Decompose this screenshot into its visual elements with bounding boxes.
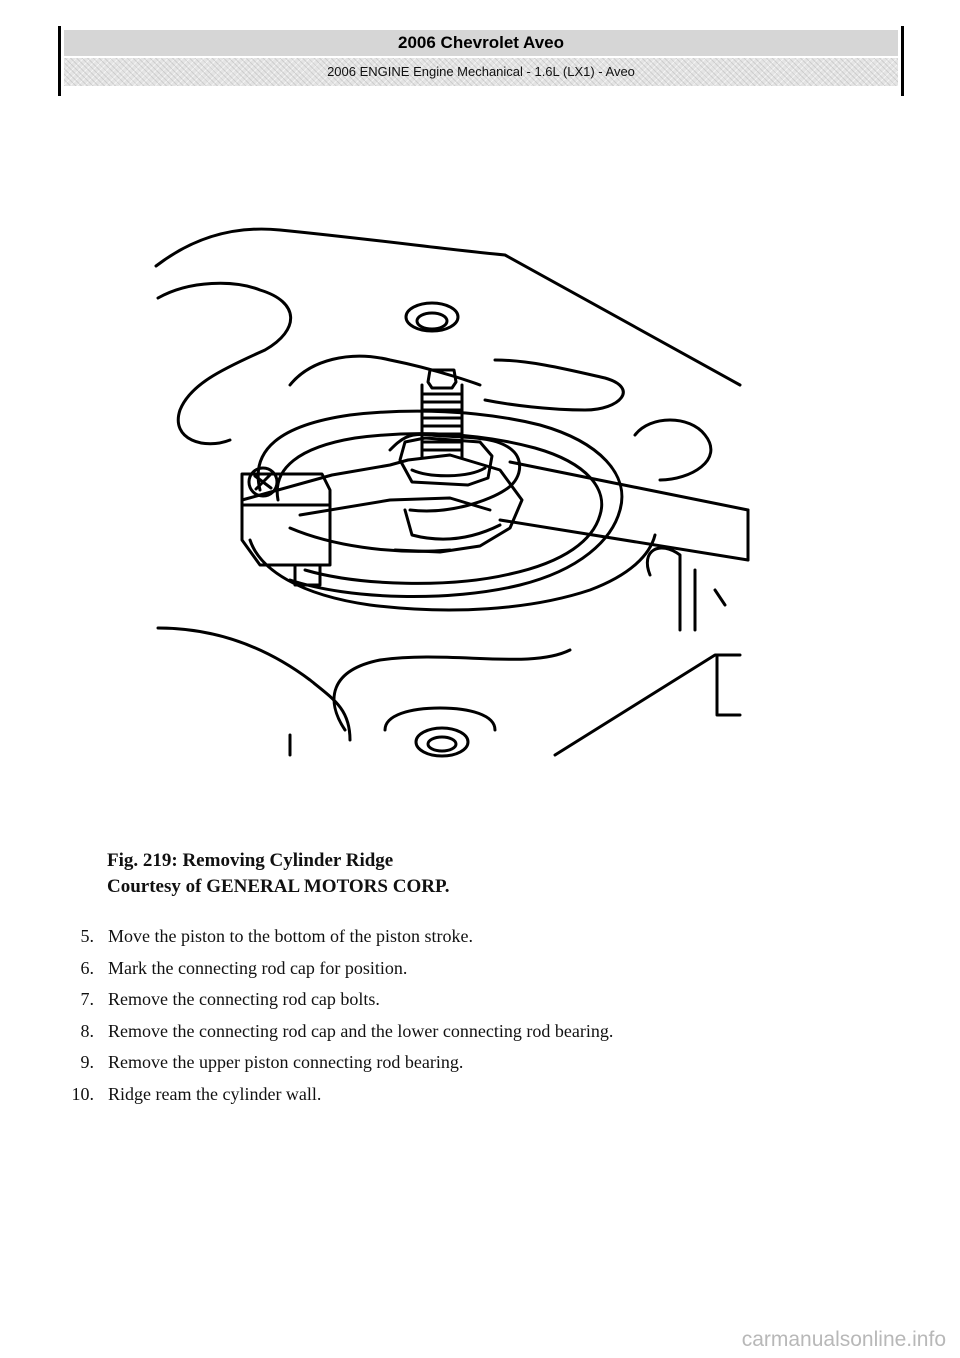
step-text: Ridge ream the cylinder wall. <box>108 1083 322 1104</box>
list-item: 6. Mark the connecting rod cap for posit… <box>56 954 916 986</box>
step-text: Remove the connecting rod cap and the lo… <box>108 1020 614 1041</box>
document-header: 2006 Chevrolet Aveo 2006 ENGINE Engine M… <box>58 26 904 96</box>
step-number: 8. <box>80 1020 95 1041</box>
list-item: 8. Remove the connecting rod cap and the… <box>56 1017 916 1049</box>
step-text: Remove the connecting rod cap bolts. <box>108 989 380 1009</box>
step-text: Remove the upper piston connecting rod b… <box>108 1052 464 1072</box>
site-watermark: carmanualsonline.info <box>741 1328 946 1351</box>
step-number: 6. <box>80 957 95 978</box>
step-number: 9. <box>80 1052 95 1072</box>
header-left-rule <box>58 26 61 96</box>
figure-caption-title: Fig. 219: Removing Cylinder Ridge <box>107 850 394 871</box>
step-number: 10. <box>71 1083 95 1104</box>
figure-caption: Fig. 219: Removing Cylinder Ridge Courte… <box>107 848 450 900</box>
procedure-steps: 5. Move the piston to the bottom of the … <box>56 922 916 1111</box>
list-item: 5. Move the piston to the bottom of the … <box>56 922 916 954</box>
step-text: Move the piston to the bottom of the pis… <box>108 926 473 946</box>
header-right-rule <box>901 26 904 96</box>
header-title: 2006 Chevrolet Aveo <box>64 30 898 56</box>
cylinder-ridge-figure <box>150 210 750 770</box>
figure-caption-credit: Courtesy of GENERAL MOTORS CORP. <box>107 876 450 897</box>
step-number: 5. <box>80 926 95 946</box>
engine-line-drawing <box>154 227 750 758</box>
list-item: 9. Remove the upper piston connecting ro… <box>56 1048 916 1080</box>
list-item: 10. Ridge ream the cylinder wall. <box>56 1080 916 1112</box>
list-item: 7. Remove the connecting rod cap bolts. <box>56 985 916 1017</box>
step-number: 7. <box>80 989 95 1009</box>
step-text: Mark the connecting rod cap for position… <box>108 957 408 978</box>
header-subtitle: 2006 ENGINE Engine Mechanical - 1.6L (LX… <box>64 58 898 86</box>
